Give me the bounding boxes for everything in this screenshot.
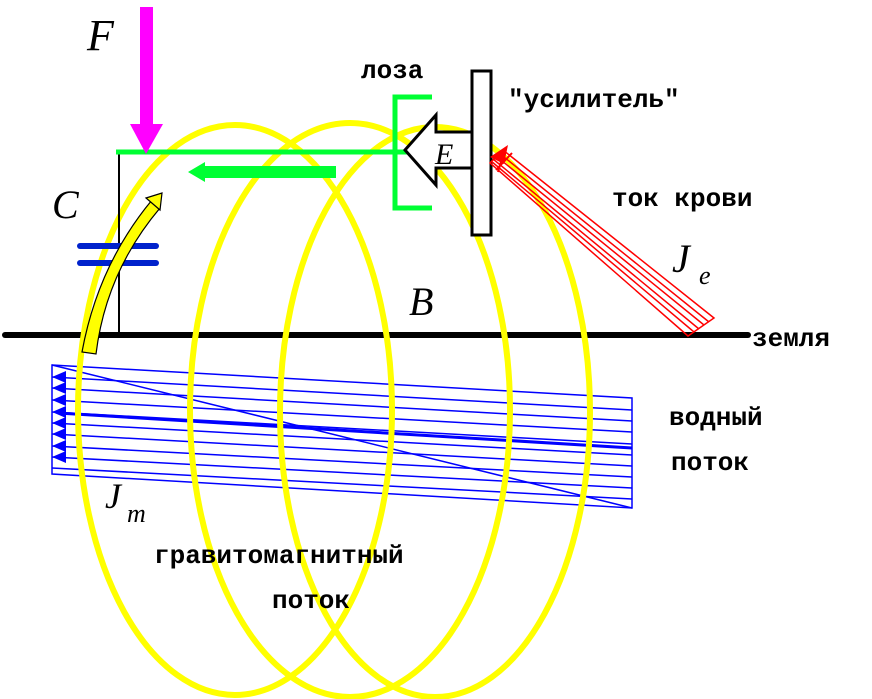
- label-water-flow-2: поток: [671, 448, 749, 478]
- label-vine: лоза: [361, 56, 423, 86]
- svg-text:e: e: [699, 261, 711, 290]
- gravitomagnetic-flux-loops: [75, 120, 593, 699]
- label-current-je: J e: [672, 236, 711, 290]
- amplifier: [402, 69, 493, 237]
- svg-text:m: m: [127, 499, 146, 528]
- label-current-jm: J m: [105, 476, 146, 528]
- svg-text:J: J: [672, 236, 692, 281]
- water-flow-coil: [51, 364, 633, 509]
- label-amplifier: "усилитель": [508, 85, 680, 115]
- label-field-b: B: [409, 279, 433, 324]
- svg-text:J: J: [105, 476, 123, 516]
- amplifier-arrow-e: [402, 111, 474, 189]
- label-ground: земля: [752, 324, 830, 354]
- water-flow-arrowheads: [52, 371, 66, 463]
- flux-loop-left: [75, 122, 395, 698]
- capacitor-flux-arrow: [81, 192, 163, 355]
- force-arrow: [130, 7, 163, 154]
- blood-current: [488, 145, 716, 337]
- vine: [116, 94, 432, 211]
- label-gravito-2: поток: [272, 586, 350, 616]
- label-gravito-1: гравитомагнитный: [154, 541, 404, 571]
- label-water-flow-1: водный: [669, 403, 763, 433]
- label-capacitor: C: [52, 182, 80, 227]
- flux-loop-middle: [187, 120, 513, 699]
- label-blood-current: ток крови: [612, 184, 752, 214]
- label-field-e: E: [434, 138, 453, 171]
- label-force: F: [86, 11, 115, 60]
- vine-arrow: [188, 162, 336, 182]
